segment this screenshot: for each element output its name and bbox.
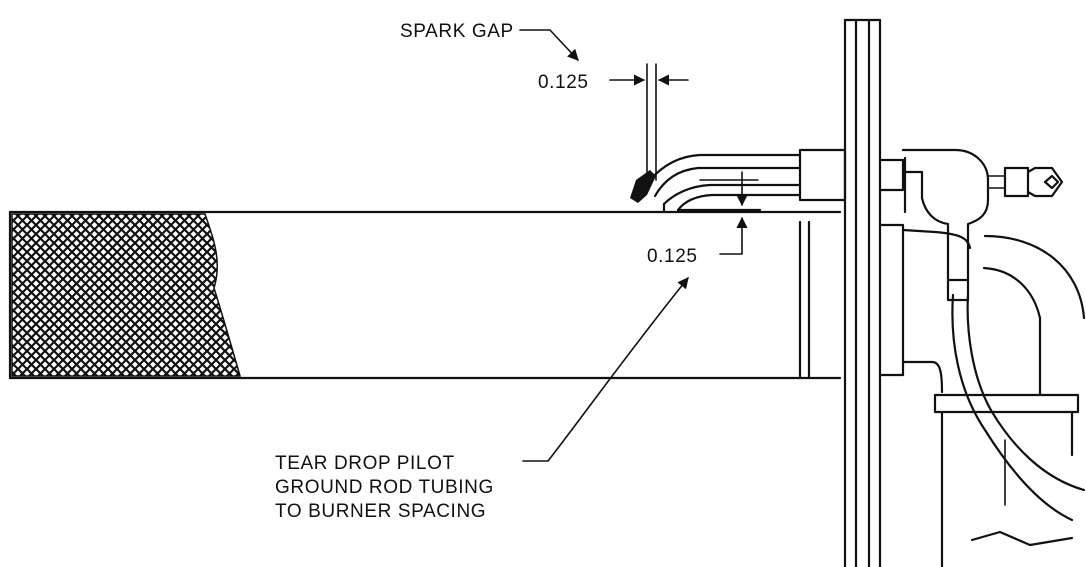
spark-gap-label: SPARK GAP (400, 21, 514, 42)
burner-mesh (11, 213, 241, 377)
fitting-valve (987, 166, 1064, 198)
flange-block (878, 223, 972, 377)
boot-connector (901, 148, 990, 302)
gap-top-value: 0.125 (538, 72, 589, 93)
mounting-plate (843, 18, 882, 567)
pilot-label-line1: TEAR DROP PILOT (275, 453, 455, 474)
tear-drop-pilot-leader (522, 277, 689, 462)
spacing-dimension (719, 171, 748, 255)
pilot-label-line3: TO BURNER SPACING (275, 501, 486, 522)
elbow-pipe (901, 234, 1086, 397)
spark-gap-dimension (609, 63, 689, 193)
gap-side-value: 0.125 (647, 246, 698, 267)
burner-tube (8, 210, 842, 380)
ignition-wire (951, 293, 1086, 522)
pipe-collar (933, 393, 1080, 567)
electrode-insulator (798, 148, 905, 202)
teardrop-pilot-tip (630, 170, 656, 203)
spark-gap-leader (519, 29, 579, 61)
pilot-tubes (634, 153, 802, 214)
pilot-label-line2: GROUND ROD TUBING (275, 477, 494, 498)
